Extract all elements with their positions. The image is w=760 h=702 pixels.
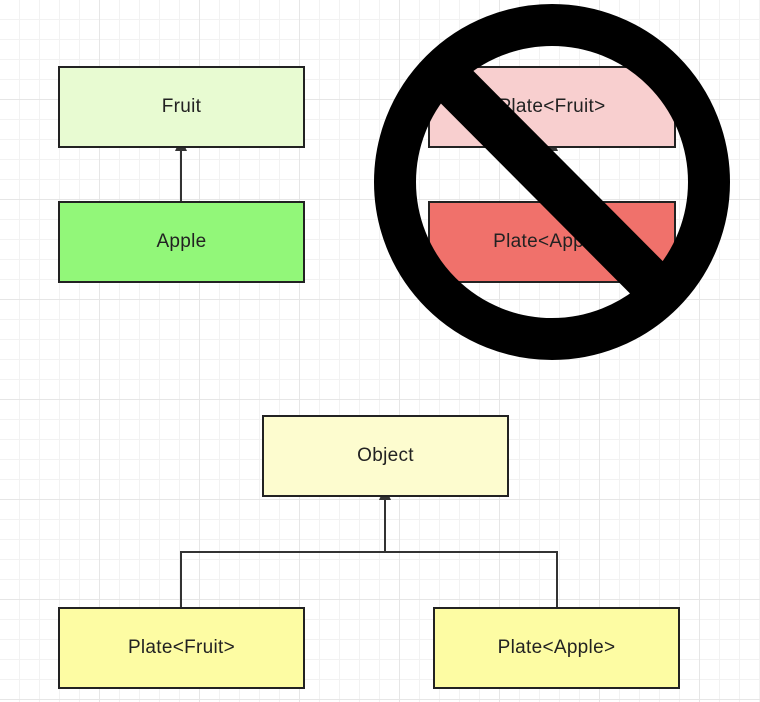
fruit-label: Fruit — [161, 96, 202, 117]
plate-fruit-box: Plate<Fruit> — [58, 607, 305, 689]
plate-fruit-crossed-label: Plate<Fruit> — [498, 96, 606, 117]
fruit-box: Fruit — [58, 66, 305, 148]
apple-label: Apple — [156, 231, 207, 252]
plate-apple-label: Plate<Apple> — [497, 637, 616, 658]
apple-box: Apple — [58, 201, 305, 283]
plate-fruit-crossed-box: Plate<Fruit> — [428, 66, 676, 148]
plates-to-object-connector — [180, 551, 558, 607]
plate-apple-box: Plate<Apple> — [433, 607, 680, 689]
plate-apple-crossed-label: Plate<Apple> — [493, 231, 611, 252]
object-box: Object — [262, 415, 509, 497]
object-label: Object — [357, 445, 414, 466]
plate-apple-crossed-box: Plate<Apple> — [428, 201, 676, 283]
plate-fruit-label: Plate<Fruit> — [127, 637, 236, 658]
